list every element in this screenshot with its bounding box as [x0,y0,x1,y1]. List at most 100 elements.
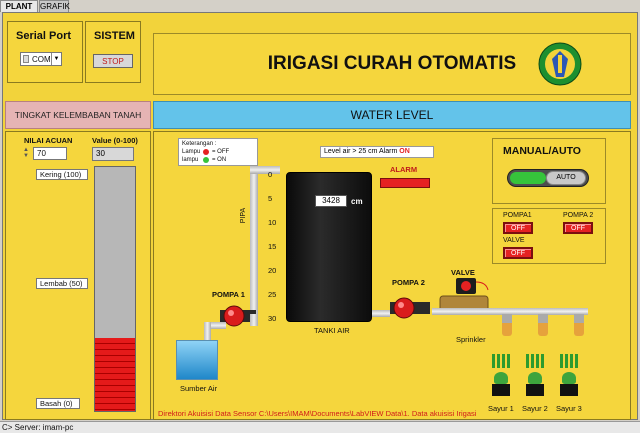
tick-basah: Basah (0) [36,398,80,409]
sprinkler-main-pipe [432,308,588,315]
university-logo [538,42,582,86]
valve-status-indicator: OFF [503,247,533,259]
pompa1-label: POMPA 1 [212,290,245,299]
sumber-air-label: Sumber Air [180,384,218,393]
legend-lampu1: Lampu [182,149,201,155]
page-title: IRIGASI CURAH OTOMATIS [267,53,517,74]
serial-port-title: Serial Port [16,30,72,42]
tank-scale-tick: 25 [268,290,277,299]
value-indicator: 30 [92,147,134,161]
alarm-indicator [380,178,430,188]
plant-stems [560,354,578,368]
pipa-label: PIPA [240,207,248,224]
nilai-acuan-stepper[interactable]: ▲▼ [23,147,29,159]
manual-auto-box: MANUAL/AUTO AUTO [492,138,606,204]
moisture-gauge-fill [95,337,135,411]
toggle-knob-label: AUTO [546,171,586,185]
tank-label: TANKI AIR [314,326,350,335]
pipe-source [204,322,211,352]
nilai-acuan-input[interactable]: 70 [33,147,67,160]
plant-leaf-icon [562,372,576,384]
plant-pot-icon [560,384,578,396]
alarm-status: ON [399,148,410,155]
chevron-down-icon[interactable]: ▼ [51,53,61,65]
plant-pot-icon [492,384,510,396]
moisture-gauge [94,166,136,412]
sayur-label: Sayur 2 [522,404,548,413]
sayur-label: Sayur 3 [556,404,582,413]
tank-scale: 0 5 10 15 20 25 30 [264,170,284,323]
sprinkler-head [502,314,512,336]
stop-button[interactable]: STOP [93,54,133,68]
tank-scale-tick: 5 [268,194,273,203]
pompa2-pump-icon [390,297,430,319]
pipe-tank-pompa2 [372,310,390,317]
tab-grafik[interactable]: GRAFIK [39,0,70,12]
led-on-icon [203,157,209,163]
pompa1-pump-icon [220,305,256,327]
tank-scale-tick: 20 [268,266,277,275]
actuator-status-box: POMPA1 OFF POMPA 2 OFF VALVE OFF [492,208,606,264]
resource-icon [23,55,29,63]
tank-scale-tick: 30 [268,314,277,323]
water-tank: 3428 cm [286,172,372,322]
sayur-label: Sayur 1 [488,404,514,413]
level-info: Level air > 25 cm Alarm ON [320,146,434,158]
plant-pot [558,354,580,400]
pipe-pompa1-up [250,314,258,326]
tank-scale-tick: 15 [268,242,277,251]
toggle-led [510,172,546,184]
sistem-title: SISTEM [94,30,135,42]
serial-port-value: COM [32,54,51,64]
legend-title: Keterangan : [182,141,217,147]
directory-path: Direktori Akuisisi Data Sensor C:\Users\… [158,409,477,418]
plant-pot [524,354,546,400]
plant-stems [492,354,510,368]
sprinkler-head [574,314,584,336]
tab-plant[interactable]: PLANT [0,0,38,12]
tank-unit: cm [351,197,363,206]
tank-scale-tick: 0 [268,170,273,179]
valve-label: VALVE [451,268,475,277]
sistem-box: SISTEM STOP [85,21,141,83]
legend-on: = ON [212,157,227,163]
pompa2-status-indicator: OFF [563,222,593,234]
plant-leaf-icon [528,372,542,384]
plant-pot [490,354,512,400]
value-label: Value (0-100) [92,136,138,145]
status-bar: C> Server: imam-pc [0,421,640,433]
pompa2-label: POMPA 2 [392,278,425,287]
soil-moisture-header-label: TINGKAT KELEMBABAN TANAH [14,110,142,120]
tick-kering: Kering (100) [36,169,88,180]
moisture-panel: NILAI ACUAN ▲▼ 70 Value (0-100) 30 Kerin… [5,131,151,420]
nilai-acuan-label: NILAI ACUAN [24,136,73,145]
sprinkler-label: Sprinkler [456,335,486,344]
water-level-header-label: WATER LEVEL [350,108,434,122]
water-source-image [176,340,218,380]
plant-pot-icon [526,384,544,396]
valve-status-label: VALVE [503,237,525,244]
legend-lampu2: lampu [182,157,199,163]
led-off-icon [203,149,209,155]
pompa1-status-label: POMPA1 [503,212,532,219]
legend-box: Keterangan : Lampu = OFF lampu = ON [178,138,258,166]
manual-auto-toggle[interactable]: AUTO [507,169,589,187]
tick-lembab: Lembab (50) [36,278,88,289]
pompa1-status-indicator: OFF [503,222,533,234]
soil-moisture-header: TINGKAT KELEMBABAN TANAH [5,101,151,129]
tank-scale-tick: 10 [268,218,277,227]
legend-off: = OFF [212,149,230,155]
water-level-panel: Keterangan : Lampu = OFF lampu = ON Leve… [153,131,631,420]
plant-stems [526,354,544,368]
serial-port-select[interactable]: COM ▼ [20,52,62,66]
pompa2-status-label: POMPA 2 [563,212,594,219]
status-text: C> Server: imam-pc [2,423,74,432]
pipe-pompa1-left [206,322,226,329]
alarm-label: ALARM [390,165,418,174]
pipe-vertical [250,166,258,316]
level-info-text: Level air > 25 cm Alarm [324,148,398,155]
tank-level-display: 3428 [315,195,347,207]
water-level-header: WATER LEVEL [153,101,631,129]
manual-auto-title: MANUAL/AUTO [503,145,581,157]
